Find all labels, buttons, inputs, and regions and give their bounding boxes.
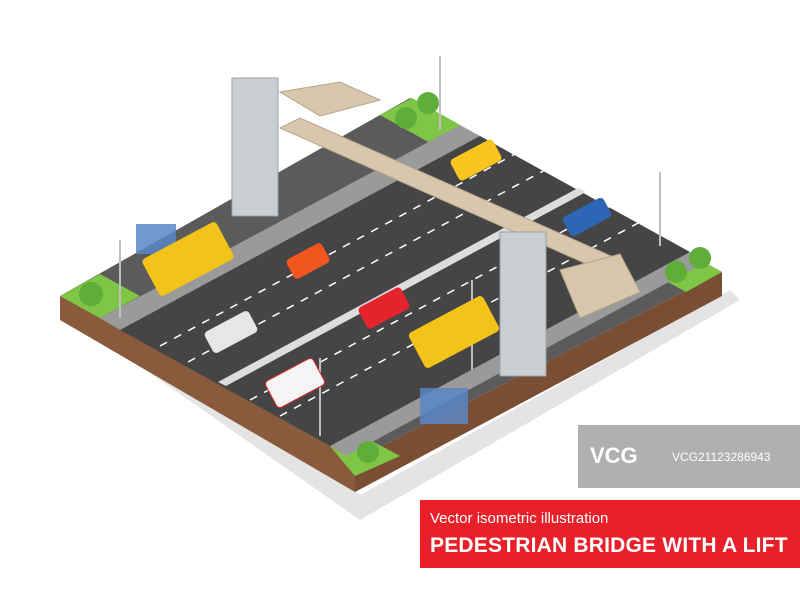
caption-box: Vector isometric illustration PEDESTRIAN… [420,500,800,568]
bus-yellow-right [408,296,500,368]
staircase-top [278,81,382,117]
watermark-box: VCG VCG21123286943 [578,425,800,488]
caption-subtitle: Vector isometric illustration [430,510,609,527]
bush-left [79,282,103,306]
ambulance [265,357,325,409]
watermark-id: VCG21123286943 [672,450,771,464]
bush-top-2 [417,92,439,114]
bus-yellow-left [142,222,234,296]
bush-bottom [357,441,379,463]
car-orange [286,243,330,279]
lift-tower-left [231,77,279,217]
caption-title: PEDESTRIAN BRIDGE WITH A LIFT [430,534,788,557]
road-surface [120,136,690,446]
median-barrier [218,188,586,386]
bus-stop-right [420,388,468,424]
car-blue [562,197,612,237]
bush-top-1 [395,107,417,129]
platform-shadow [60,290,740,520]
taxi-yellow [450,139,502,181]
soil-right-side [355,272,722,492]
car-white [204,311,258,353]
soil-left-side [60,296,355,492]
car-red [358,287,410,329]
vcg-logo-icon: VCG [590,443,638,468]
bush-right-2 [689,247,711,269]
staircase-bottom [559,253,641,319]
lift-tower-right [499,231,547,377]
bush-right-1 [665,261,687,283]
